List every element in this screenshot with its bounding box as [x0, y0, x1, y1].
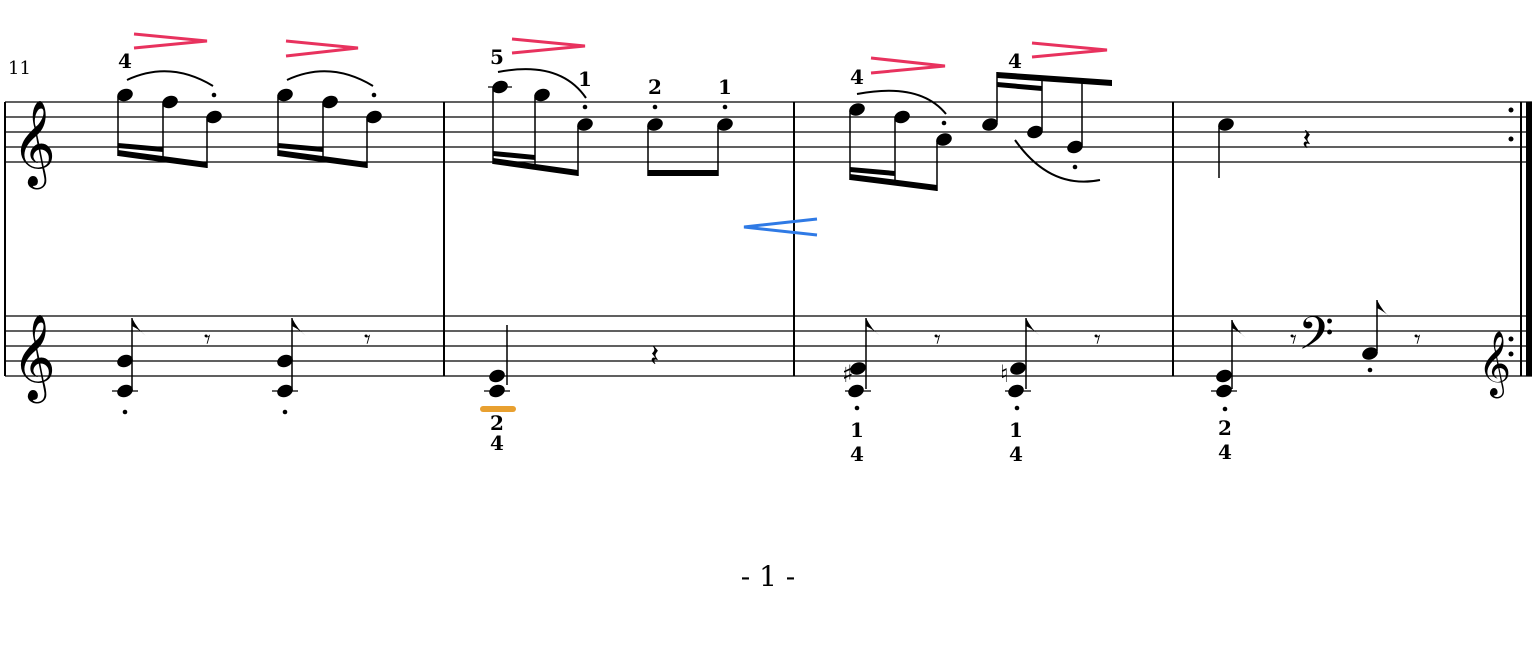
- quarter-rest-icon: 𝄽: [650, 339, 659, 374]
- eighth-rest-icon: 𝄾: [1290, 325, 1297, 355]
- fingering: 4: [490, 431, 504, 455]
- sharp-icon: ♯: [842, 360, 854, 388]
- barlines: [4, 102, 1532, 376]
- rests: 𝄾 𝄾 𝄽 𝄾 𝄾 𝄾 𝄾: [204, 325, 1421, 374]
- fingerings-bottom: 2 4 1 4 1 4 2 4: [480, 406, 1232, 466]
- fingering: 2: [648, 75, 662, 99]
- fingering: 4: [1009, 442, 1023, 466]
- fingering: 4: [1218, 440, 1232, 464]
- eighth-rest-icon: 𝄾: [364, 325, 371, 355]
- treble-clef-icon: 𝄞: [12, 314, 56, 404]
- treble-clef-icon: 𝄞: [12, 100, 56, 190]
- lower-notes: [112, 300, 1391, 415]
- eighth-rest-icon: 𝄾: [1094, 325, 1101, 355]
- fingering: 1: [1009, 418, 1023, 442]
- crescendo-mark[interactable]: [743, 217, 818, 237]
- fingering: 4: [850, 442, 864, 466]
- bass-clef-icon: 𝄢: [1298, 307, 1334, 372]
- fingering: 4: [850, 65, 864, 89]
- eighth-rest-icon: 𝄾: [934, 325, 941, 355]
- lower-staff: [5, 315, 1532, 377]
- measure-number: 11: [8, 58, 31, 79]
- fingering: 1: [850, 418, 864, 442]
- eighth-rest-icon: 𝄾: [1414, 325, 1421, 355]
- fingerings-top: 4 5 1 2 1 4 4: [118, 45, 1022, 99]
- decrescendo-marks[interactable]: [133, 32, 1108, 75]
- treble-notes: [117, 68, 1234, 191]
- page-number: - 1 -: [740, 560, 796, 593]
- fingering: 5: [490, 45, 504, 69]
- fingering: 4: [118, 49, 132, 73]
- fingering: 2: [490, 411, 504, 435]
- eighth-rest-icon: 𝄾: [204, 325, 211, 355]
- treble-staff: [5, 101, 1532, 163]
- natural-icon: ♮: [1000, 360, 1009, 388]
- fingering: 2: [1218, 416, 1232, 440]
- treble-clef-icon: 𝄞: [1478, 331, 1511, 398]
- fingering: 1: [578, 67, 592, 91]
- fingering: 1: [718, 75, 732, 99]
- fingering: 4: [1008, 49, 1022, 73]
- quarter-rest-icon: 𝄽: [1302, 123, 1311, 158]
- highlight-mark: [480, 406, 516, 412]
